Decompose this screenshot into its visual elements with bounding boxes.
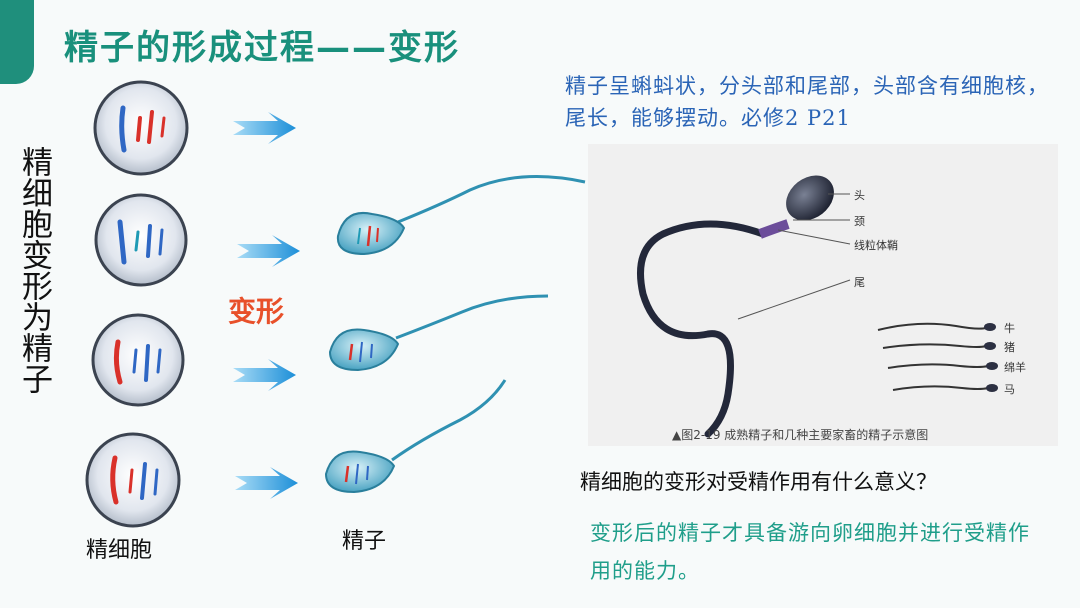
label-neck: 颈: [854, 215, 865, 228]
label-head: 头: [854, 189, 865, 202]
slide-title: 精子的形成过程——变形: [64, 28, 460, 68]
arrow-icon: [233, 359, 296, 391]
label-animal: 猪: [1004, 341, 1015, 354]
label-animal: 牛: [1004, 322, 1015, 335]
label-mitochondrial-sheath: 线粒体鞘: [854, 239, 898, 252]
question-text: 精细胞的变形对受精作用有什么意义？: [580, 470, 937, 494]
spermatid-cell: [93, 80, 189, 176]
sperm-label: 精子: [342, 529, 387, 554]
sperm-cell: [336, 175, 586, 256]
sperm-cell: [324, 379, 507, 494]
label-animal: 绵羊: [1004, 361, 1026, 374]
textbook-figure: 头 颈 线粒体鞘 尾 牛 猪 绵羊 马 ▲图2-19 成熟精子和几种主要家畜的精…: [588, 144, 1058, 446]
arrow-icon: [235, 467, 298, 499]
sperm-cell: [328, 294, 549, 372]
deform-label: 变形: [228, 295, 285, 328]
side-title: 精细胞变形为精子: [16, 146, 52, 394]
spermatid-cell: [91, 313, 185, 407]
label-animal: 马: [1004, 383, 1015, 396]
corner-tab: [0, 0, 34, 84]
transformation-diagram: [85, 80, 586, 528]
figure-caption: ▲图2-19 成熟精子和几种主要家畜的精子示意图: [672, 428, 929, 442]
arrow-icon: [233, 112, 296, 144]
spermatid-cell: [85, 432, 181, 528]
label-tail: 尾: [854, 276, 865, 289]
sperm-structure-diagram: [637, 175, 998, 438]
answer-text: 变形后的精子才具备游向卵细胞并进行受精作用的能力。: [590, 521, 1030, 583]
spermatid-cell: [94, 193, 188, 287]
spermatid-label: 精细胞: [86, 538, 153, 563]
description-text: 精子呈蝌蚪状，分头部和尾部，头部含有细胞核，尾长，能够摆动。必修2 P21: [565, 74, 1049, 130]
arrow-icon: [237, 235, 300, 267]
